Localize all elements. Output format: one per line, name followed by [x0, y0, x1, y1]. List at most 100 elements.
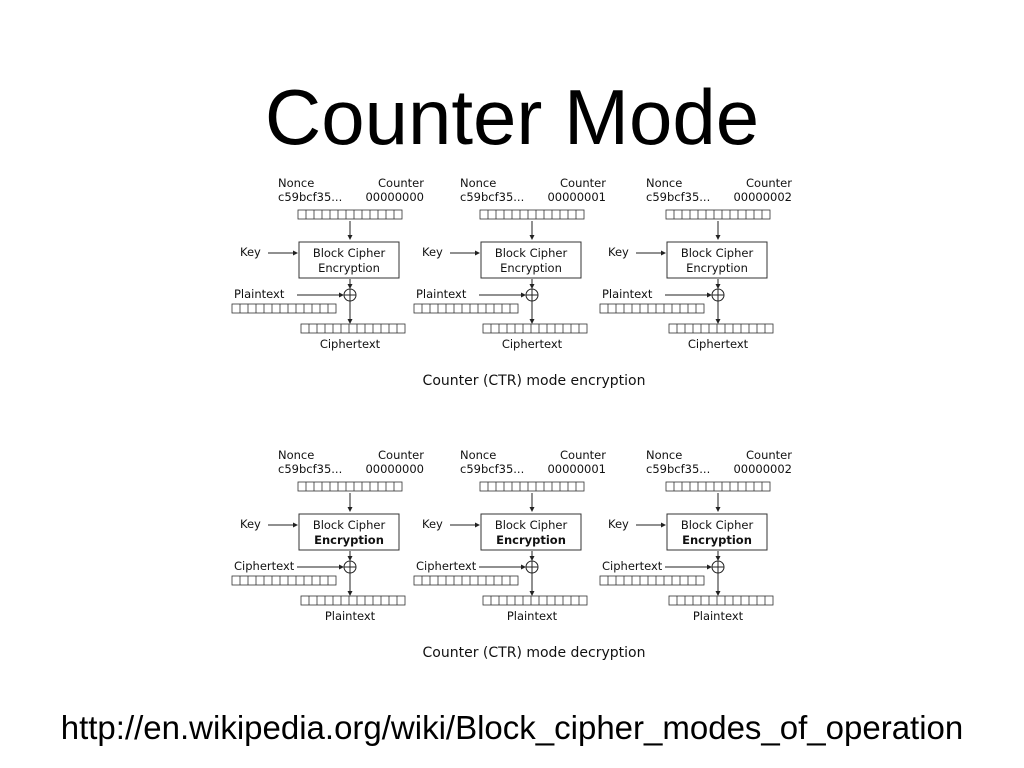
xor-to-output-arrow: [347, 301, 353, 324]
key-label: Key: [422, 517, 443, 531]
counter-label: Counter: [746, 448, 792, 462]
counter-to-cipher-arrow: [529, 221, 535, 240]
output-block-bits: [300, 595, 406, 606]
nonce-value: c59bcf35...: [460, 190, 524, 204]
output-block-bits: [482, 595, 588, 606]
input-label: Ciphertext: [602, 559, 663, 573]
encryption-label: Encryption: [500, 261, 562, 275]
encryption-label: Encryption: [496, 533, 566, 547]
slide-title: Counter Mode: [264, 73, 760, 161]
xor-icon: [525, 288, 539, 302]
key-label: Key: [240, 245, 261, 259]
input-arrow: [297, 292, 344, 298]
nonce-value: c59bcf35...: [646, 190, 710, 204]
counter-value: 00000002: [733, 462, 792, 476]
counter-label: Counter: [746, 176, 792, 190]
nonce-label: Nonce: [278, 176, 314, 190]
input-arrow: [479, 564, 526, 570]
nonce-label: Nonce: [460, 448, 496, 462]
block-cipher-box: [666, 241, 768, 279]
cipher-to-xor-arrow: [715, 279, 721, 289]
nonce-label: Nonce: [278, 448, 314, 462]
block-cipher-label: Block Cipher: [495, 246, 568, 260]
nonce-value: c59bcf35...: [278, 462, 342, 476]
key-arrow: [268, 522, 298, 528]
counter-block-bits: [665, 481, 771, 492]
output-block-bits: [300, 323, 406, 334]
counter-block-bits: [297, 209, 403, 220]
output-block-bits: [668, 595, 774, 606]
xor-icon: [343, 288, 357, 302]
counter-value: 00000000: [365, 462, 424, 476]
counter-to-cipher-arrow: [529, 493, 535, 512]
xor-icon: [711, 288, 725, 302]
counter-label: Counter: [378, 448, 424, 462]
counter-value: 00000000: [365, 190, 424, 204]
cipher-to-xor-arrow: [529, 551, 535, 561]
input-label: Plaintext: [602, 287, 653, 301]
input-block-bits: [413, 575, 519, 586]
counter-block-bits: [665, 209, 771, 220]
input-arrow: [479, 292, 526, 298]
output-label: Plaintext: [693, 609, 744, 623]
nonce-value: c59bcf35...: [278, 190, 342, 204]
input-block-bits: [599, 303, 705, 314]
key-arrow: [450, 522, 480, 528]
block-cipher-label: Block Cipher: [495, 518, 568, 532]
nonce-value: c59bcf35...: [460, 462, 524, 476]
counter-value: 00000001: [547, 462, 606, 476]
nonce-label: Nonce: [460, 176, 496, 190]
input-block-bits: [231, 303, 337, 314]
xor-to-output-arrow: [529, 573, 535, 596]
encryption-label: Encryption: [682, 533, 752, 547]
block-cipher-label: Block Cipher: [313, 246, 386, 260]
counter-block-bits: [479, 209, 585, 220]
counter-block-bits: [297, 481, 403, 492]
block-cipher-label: Block Cipher: [681, 518, 754, 532]
counter-to-cipher-arrow: [715, 221, 721, 240]
key-arrow: [450, 250, 480, 256]
output-label: Plaintext: [325, 609, 376, 623]
counter-to-cipher-arrow: [715, 493, 721, 512]
key-label: Key: [608, 245, 629, 259]
input-block-bits: [413, 303, 519, 314]
xor-icon: [711, 560, 725, 574]
counter-label: Counter: [378, 176, 424, 190]
diagram-caption: Counter (CTR) mode encryption: [423, 373, 646, 389]
encryption-label: Encryption: [318, 261, 380, 275]
nonce-label: Nonce: [646, 176, 682, 190]
cipher-to-xor-arrow: [347, 551, 353, 561]
source-url: http://en.wikipedia.org/wiki/Block_ciphe…: [60, 709, 964, 746]
input-arrow: [665, 292, 712, 298]
block-cipher-label: Block Cipher: [313, 518, 386, 532]
counter-to-cipher-arrow: [347, 493, 353, 512]
key-label: Key: [608, 517, 629, 531]
xor-to-output-arrow: [529, 301, 535, 324]
input-block-bits: [599, 575, 705, 586]
output-label: Plaintext: [507, 609, 558, 623]
output-block-bits: [482, 323, 588, 334]
counter-label: Counter: [560, 176, 606, 190]
xor-to-output-arrow: [715, 301, 721, 324]
key-label: Key: [240, 517, 261, 531]
output-label: Ciphertext: [688, 337, 749, 351]
block-cipher-label: Block Cipher: [681, 246, 754, 260]
output-label: Ciphertext: [502, 337, 563, 351]
counter-value: 00000001: [547, 190, 606, 204]
block-cipher-box: [480, 241, 582, 279]
diagram-caption: Counter (CTR) mode decryption: [423, 645, 646, 661]
nonce-label: Nonce: [646, 448, 682, 462]
counter-to-cipher-arrow: [347, 221, 353, 240]
xor-icon: [343, 560, 357, 574]
block-cipher-box: [480, 513, 582, 551]
encryption-label: Encryption: [314, 533, 384, 547]
